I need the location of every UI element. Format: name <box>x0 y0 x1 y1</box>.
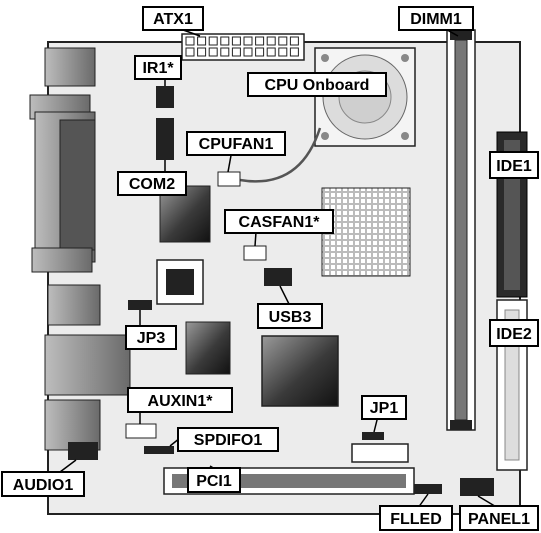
flled-header <box>414 484 442 494</box>
com2-header <box>156 118 174 160</box>
atx-pin <box>255 47 265 57</box>
battery-socket <box>351 443 409 463</box>
rear-io-ports <box>29 47 131 451</box>
atx-pin <box>289 47 299 57</box>
dimm1-slot <box>446 29 476 431</box>
svg-text:AUDIO1: AUDIO1 <box>13 477 74 494</box>
atx-pin <box>278 47 288 57</box>
atx-pin <box>255 36 265 46</box>
svg-text:IDE2: IDE2 <box>496 326 532 343</box>
jp1-jumper <box>362 432 384 440</box>
cpufan1-header <box>217 171 241 187</box>
svg-text:PANEL1: PANEL1 <box>468 511 530 528</box>
atx-pin <box>208 36 218 46</box>
atx-pin <box>231 47 241 57</box>
label-panel1: PANEL1 <box>459 505 539 531</box>
audio1-header <box>68 442 98 460</box>
atx-pin <box>243 47 253 57</box>
svg-text:CPU Onboard: CPU Onboard <box>265 77 370 94</box>
atx1-connector <box>181 33 305 61</box>
label-flled: FLLED <box>379 505 453 531</box>
svg-text:FLLED: FLLED <box>390 511 442 528</box>
label-audio1: AUDIO1 <box>1 471 85 497</box>
label-spdifo1: SPDIFO1 <box>177 427 279 452</box>
label-cpufan1: CPUFAN1 <box>186 131 286 156</box>
svg-text:IDE1: IDE1 <box>496 158 532 175</box>
label-cpu-onboard: CPU Onboard <box>247 72 387 97</box>
label-pci1: PCI1 <box>187 467 241 493</box>
usb3-header <box>264 268 292 286</box>
svg-text:COM2: COM2 <box>129 176 175 193</box>
label-ide2: IDE2 <box>489 319 539 347</box>
label-com2: COM2 <box>117 171 187 196</box>
chip-audio <box>185 321 231 375</box>
label-jp1: JP1 <box>361 395 407 420</box>
auxin1-header <box>125 423 157 439</box>
atx-pin <box>266 47 276 57</box>
spdifo1-header <box>144 446 174 454</box>
atx-pin <box>278 36 288 46</box>
ir1-header <box>156 86 174 108</box>
atx-pin <box>231 36 241 46</box>
atx-pin <box>289 36 299 46</box>
svg-text:SPDIFO1: SPDIFO1 <box>194 432 263 449</box>
label-dimm1: DIMM1 <box>398 6 474 31</box>
casfan1-header <box>243 245 267 261</box>
svg-text:IR1*: IR1* <box>142 60 174 77</box>
svg-text:CASFAN1*: CASFAN1* <box>239 214 321 231</box>
atx-pin <box>208 47 218 57</box>
svg-text:JP1: JP1 <box>370 400 399 417</box>
label-auxin1: AUXIN1* <box>127 387 233 413</box>
svg-text:DIMM1: DIMM1 <box>410 11 462 28</box>
chipset-heatsink <box>321 187 411 277</box>
atx-pin <box>266 36 276 46</box>
atx-pin <box>185 47 195 57</box>
atx-pin <box>197 36 207 46</box>
label-jp3: JP3 <box>125 325 177 350</box>
label-casfan1: CASFAN1* <box>224 209 334 234</box>
label-ir1: IR1* <box>134 55 182 80</box>
svg-text:JP3: JP3 <box>137 330 166 347</box>
panel1-header <box>460 478 494 496</box>
atx-pin <box>220 36 230 46</box>
atx-pin <box>185 36 195 46</box>
jp3-jumper <box>128 300 152 310</box>
atx-pin <box>243 36 253 46</box>
northbridge-chip <box>261 335 339 407</box>
svg-text:PCI1: PCI1 <box>196 473 232 490</box>
svg-text:AUXIN1*: AUXIN1* <box>148 393 214 410</box>
svg-text:CPUFAN1: CPUFAN1 <box>199 136 274 153</box>
atx-pin <box>197 47 207 57</box>
label-atx1: ATX1 <box>142 6 204 31</box>
label-ide1: IDE1 <box>489 151 539 179</box>
atx-pin <box>220 47 230 57</box>
svg-text:ATX1: ATX1 <box>153 11 193 28</box>
label-usb3: USB3 <box>257 303 323 329</box>
svg-text:USB3: USB3 <box>269 309 312 326</box>
cpufan-cable <box>239 127 322 183</box>
